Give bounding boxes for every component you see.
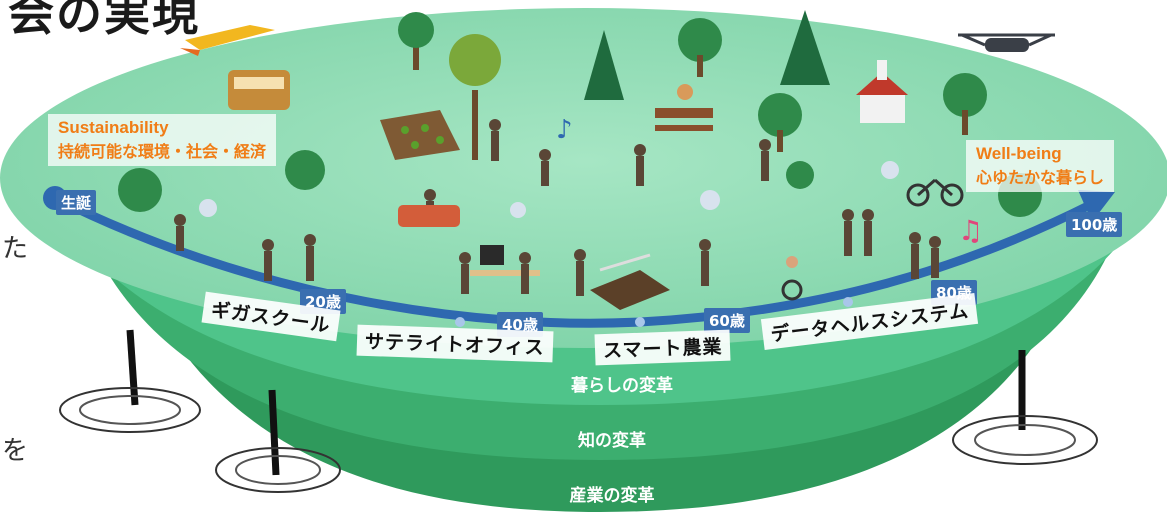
wellbeing-subtitle: 心ゆたかな暮らし [976,168,1105,187]
sofa-icon [398,205,460,227]
layer-knowledge-label: 知の変革 [578,431,646,451]
wheelchair-icon [781,256,803,301]
page-title: 会の実現 [8,0,200,41]
timeline-arrowhead [1078,190,1115,222]
stage-smart-agriculture: スマート農業 [594,329,731,366]
farm-plot-icon [380,110,460,160]
flying-car-icon [180,25,275,56]
drone-icon [958,33,1055,52]
layer-lifestyle-label: 暮らしの変革 [571,376,673,396]
robot-icon [199,161,899,218]
sustainability-subtitle: 持続可能な環境・社会・経済 [58,142,267,161]
music-note-icon: ♪ ♫ [556,115,983,247]
svg-text:♫: ♫ [958,214,983,247]
tree-icon [118,10,1042,217]
svg-text:♪: ♪ [556,115,573,145]
propeller-right [952,350,1098,465]
sustainability-goal: Sustainability 持続可能な環境・社会・経済 [48,114,277,166]
bench-icon [655,84,713,131]
life-timeline-arc [50,193,1095,328]
age-marker-60: 60歳 [704,308,750,333]
timeline-end-label: 100歳 [1066,212,1123,237]
office-desk-icon [470,245,540,276]
propeller-center-left [215,389,341,493]
wellbeing-heading: Well-being [976,144,1062,163]
tram-icon [228,70,290,110]
side-text-lower: を [2,436,29,466]
side-text-upper: た [2,234,29,264]
wellbeing-goal: Well-being 心ゆたかな暮らし [966,140,1115,192]
propeller-left [59,329,201,433]
smart-farm-icon [590,253,670,310]
timeline-start-label: 生誕 [56,190,97,215]
church-icon [856,60,908,123]
sustainability-heading: Sustainability [58,118,169,137]
layer-industry-label: 産業の変革 [569,486,655,506]
bicycle-icon [906,178,964,207]
